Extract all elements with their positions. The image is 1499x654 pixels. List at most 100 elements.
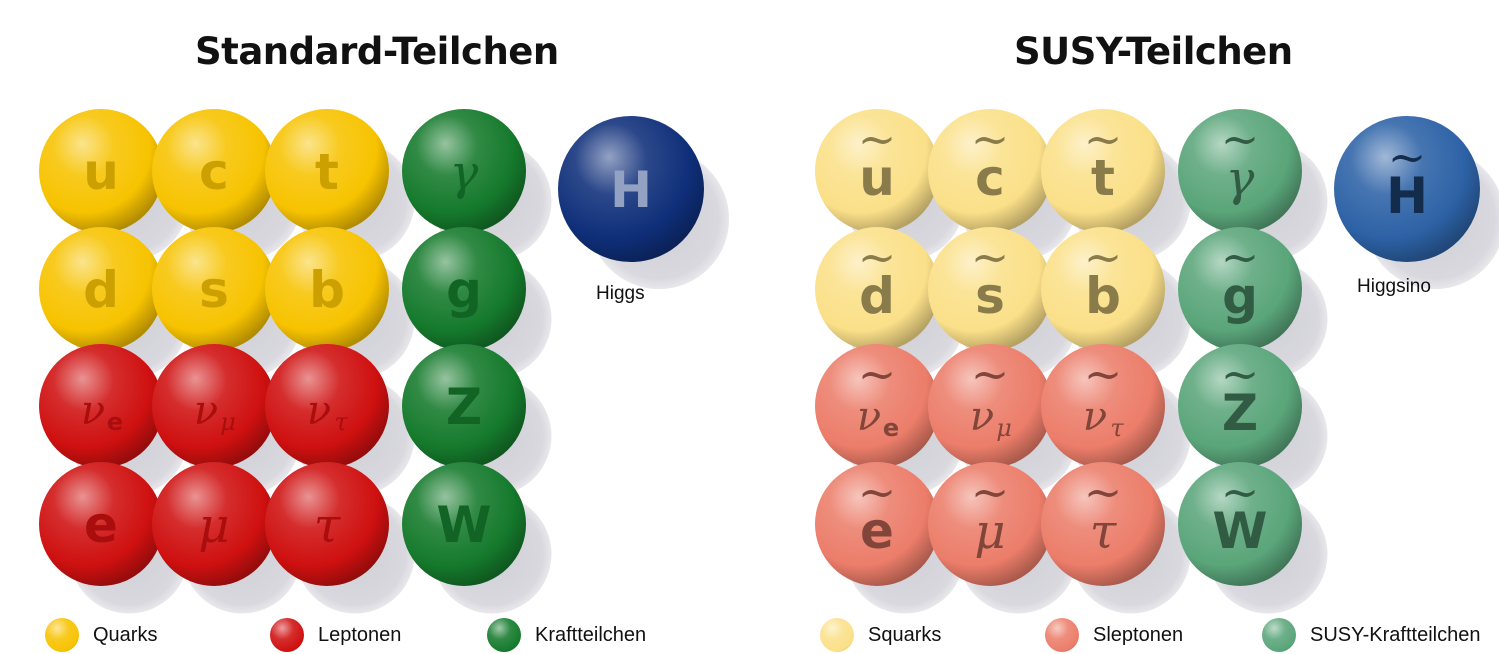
susy-z-symbol: Z: [1222, 384, 1258, 442]
susy-higgs-tilde: ~: [1388, 130, 1427, 184]
susy-nu-e-tilde: ~: [858, 347, 897, 401]
susy-nu-mu-symbol: ν: [970, 394, 994, 440]
susy-u-symbol: u: [859, 149, 895, 207]
standard-higgs-sphere: [558, 116, 704, 262]
susy-b-sphere: [1041, 227, 1165, 351]
susy-t-tilde: ~: [1084, 112, 1123, 166]
standard-higgs-symbol: H: [610, 161, 652, 219]
standard-particle-g: g: [402, 227, 526, 351]
legend-squarks: Squarks: [820, 618, 942, 652]
susy-s-symbol: s: [975, 267, 1005, 325]
susy-particle-s: s~: [928, 227, 1052, 351]
susy-particle-tau: τ~: [1041, 462, 1165, 586]
susy-particle-e: e~: [815, 462, 939, 586]
standard-g-sphere: [402, 227, 526, 351]
standard-particle-gamma: γ: [402, 109, 526, 233]
standard-s-symbol: s: [199, 261, 229, 319]
legend-lepton-ball: [270, 618, 304, 652]
legend-susy-force-particles: SUSY-Kraftteilchen: [1262, 618, 1480, 652]
susy-c-symbol: c: [975, 149, 1005, 207]
susy-b-tilde: ~: [1084, 230, 1123, 284]
standard-tau-sphere: [265, 462, 389, 586]
susy-particle-z: Z~: [1178, 344, 1302, 468]
standard-particle-d: d: [39, 227, 163, 351]
susy-e-tilde: ~: [858, 465, 897, 519]
standard-particle-c: c: [152, 109, 276, 233]
susy-d-tilde: ~: [858, 230, 897, 284]
legend-force-ball: [487, 618, 521, 652]
legend-squark-ball: [820, 618, 854, 652]
susy-mu-tilde: ~: [971, 465, 1010, 519]
higgsino-caption: Higgsino: [1357, 276, 1431, 297]
standard-d-sphere: [39, 227, 163, 351]
legend-slepton-ball: [1045, 618, 1079, 652]
susy-t-symbol: t: [1091, 149, 1115, 207]
legend-label: Squarks: [868, 623, 942, 646]
susy-z-tilde: ~: [1221, 347, 1260, 401]
legend-force-particles: Kraftteilchen: [487, 618, 647, 652]
susy-d-sphere: [815, 227, 939, 351]
susy-nu-mu-subscript: μ: [996, 414, 1012, 442]
susy-particle-gamma: γ~: [1178, 109, 1302, 233]
standard-nu-mu-sphere: [152, 344, 276, 468]
legend-label: Leptonen: [318, 623, 402, 646]
standard-c-symbol: c: [199, 143, 229, 201]
standard-nu-e-symbol: ν: [81, 388, 105, 434]
standard-nu-mu-subscript: μ: [220, 408, 236, 436]
legend-label: Kraftteilchen: [535, 623, 647, 646]
susy-nu-tau-symbol: ν: [1083, 394, 1107, 440]
standard-z-sphere: [402, 344, 526, 468]
susy-nu-mu-sphere: [928, 344, 1052, 468]
standard-w-sphere: [402, 462, 526, 586]
standard-nu-tau-symbol: ν: [307, 388, 331, 434]
legend-susy-force-ball: [1262, 618, 1296, 652]
susy-particle-b: b~: [1041, 227, 1165, 351]
standard-b-sphere: [265, 227, 389, 351]
standard-nu-e-sphere: [39, 344, 163, 468]
susy-particle-g: g~: [1178, 227, 1302, 351]
standard-z-symbol: Z: [446, 378, 482, 436]
susy-nu-e-subscript: e: [883, 414, 899, 442]
standard-b-symbol: b: [309, 261, 345, 319]
susy-particle-higgs: H~: [1334, 116, 1480, 262]
higgs-caption: Higgs: [596, 283, 645, 304]
standard-particle-t: t: [265, 109, 389, 233]
susy-higgs-sphere: [1334, 116, 1480, 262]
standard-w-symbol: W: [436, 496, 491, 554]
susy-g-symbol: g: [1222, 267, 1258, 325]
standard-particle-b: b: [265, 227, 389, 351]
susy-w-sphere: [1178, 462, 1302, 586]
susy-nu-e-symbol: ν: [857, 394, 881, 440]
standard-e-symbol: e: [84, 496, 118, 554]
standard-nu-tau-sphere: [265, 344, 389, 468]
susy-particle-d: d~: [815, 227, 939, 351]
standard-c-sphere: [152, 109, 276, 233]
susy-nu-tau-subscript: τ: [1110, 414, 1124, 442]
susy-e-sphere: [815, 462, 939, 586]
standard-d-symbol: d: [83, 261, 119, 319]
susy-tau-sphere: [1041, 462, 1165, 586]
susy-s-tilde: ~: [971, 230, 1010, 284]
susy-w-tilde: ~: [1221, 465, 1260, 519]
susy-particle-c: c~: [928, 109, 1052, 233]
standard-particle-higgs: H: [558, 116, 704, 262]
standard-gamma-symbol: γ: [450, 145, 479, 201]
susy-b-symbol: b: [1085, 267, 1121, 325]
legend-quark-ball: [45, 618, 79, 652]
standard-particle-e: e: [39, 462, 163, 586]
susy-g-sphere: [1178, 227, 1302, 351]
susy-title: SUSY-Teilchen: [1014, 30, 1293, 73]
susy-particle-u: u~: [815, 109, 939, 233]
susy-e-symbol: e: [860, 502, 894, 560]
standard-mu-sphere: [152, 462, 276, 586]
susy-d-symbol: d: [859, 267, 895, 325]
standard-e-sphere: [39, 462, 163, 586]
standard-particle-tau: τ: [265, 462, 389, 586]
susy-mu-sphere: [928, 462, 1052, 586]
legend-quarks: Quarks: [45, 618, 157, 652]
